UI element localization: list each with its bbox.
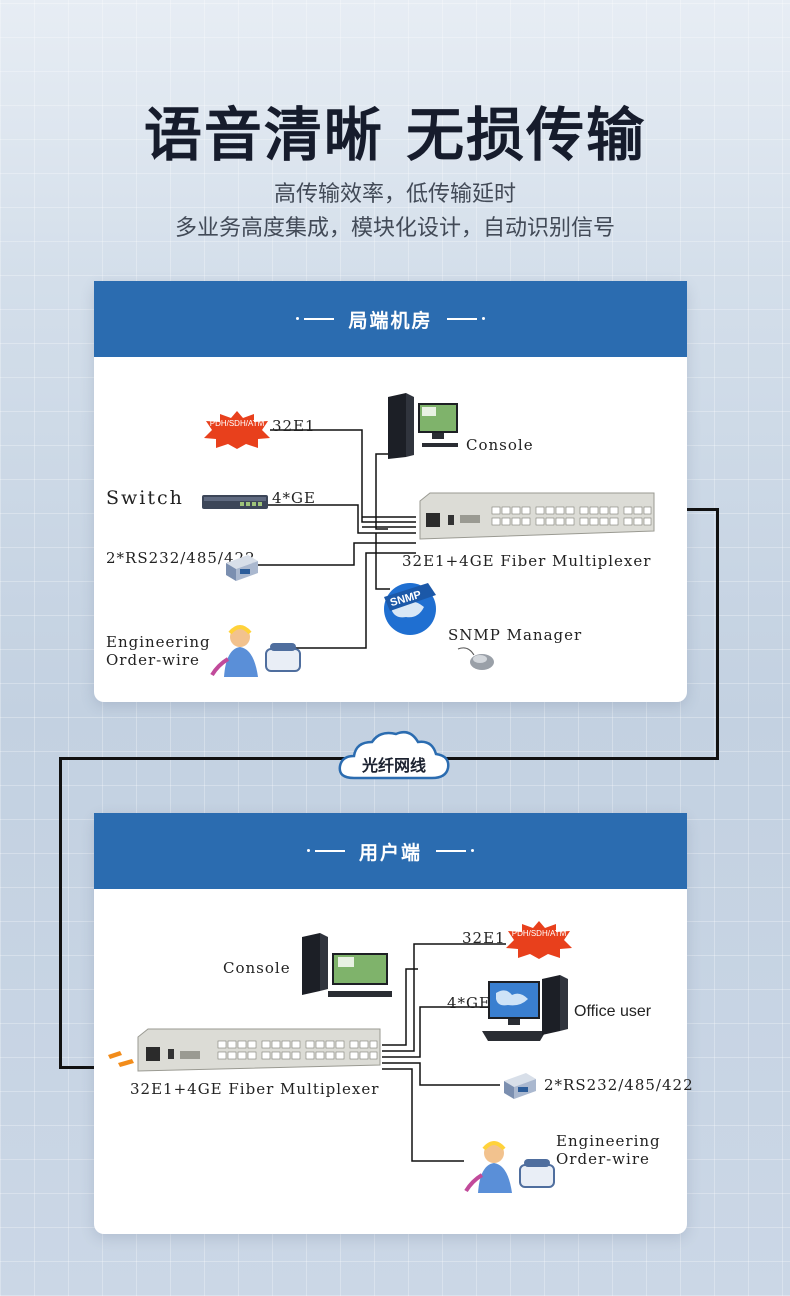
console-label: Console	[223, 959, 291, 977]
pdh-badge-label: PDH/SDH/ATM	[209, 419, 265, 428]
panel-header: 用户端	[94, 813, 687, 889]
divider	[446, 317, 485, 320]
orderwire-label: Order-wire	[556, 1150, 650, 1168]
multiplexer-label: 32E1+4GE Fiber Multiplexer	[402, 552, 652, 570]
fiber-link-line	[687, 508, 719, 511]
fiber-link-line	[440, 757, 719, 760]
snmp-manager-label: SNMP Manager	[448, 626, 583, 644]
snmp-globe-icon	[384, 583, 436, 635]
telephone-operator-icon	[210, 625, 301, 677]
orderwire-label: Order-wire	[106, 651, 200, 669]
panel-header: 局端机房	[94, 281, 687, 357]
serial-label: 2*RS232/485/422	[544, 1076, 694, 1094]
divider	[296, 317, 335, 320]
pdh-sdh-starburst-icon	[204, 411, 270, 449]
subtitle-line-1: 高传输效率，低传输延时	[273, 182, 516, 207]
office-user-label: Office user	[574, 1003, 652, 1020]
fiber-multiplexer-device-icon	[137, 1028, 381, 1072]
fiber-link-label: 光纤网线	[361, 756, 426, 775]
central-office-diagram: PDH/SDH/ATM 32E1 Switch 4*GE 2*RS232/485…	[94, 357, 687, 702]
panel-title: 局端机房	[348, 309, 433, 332]
mouse-icon	[457, 647, 494, 670]
fiber-link-line	[59, 1066, 95, 1069]
switch-icon	[202, 495, 268, 509]
fiber-connector-icon	[108, 1051, 134, 1067]
connection-lines	[254, 429, 416, 649]
pdh-badge-label: PDH/SDH/ATM	[511, 929, 567, 938]
switch-label: Switch	[106, 487, 184, 509]
engineering-label: Engineering	[556, 1132, 661, 1150]
e1-label: 32E1	[272, 417, 316, 435]
connection-lines	[382, 943, 506, 1162]
console-computer-icon	[388, 393, 458, 459]
multiplexer-label: 32E1+4GE Fiber Multiplexer	[130, 1080, 380, 1098]
engineering-label: Engineering	[106, 633, 211, 651]
fiber-link-line	[59, 757, 62, 1069]
divider	[436, 849, 474, 852]
serial-converter-icon	[504, 1073, 536, 1099]
fiber-link-line	[59, 757, 349, 760]
console-label: Console	[466, 436, 534, 454]
serial-converter-icon	[226, 555, 258, 581]
panel-title: 用户端	[358, 841, 422, 864]
divider	[306, 849, 345, 852]
fiber-multiplexer-device-icon	[419, 492, 655, 540]
user-end-panel: 用户端 Console	[94, 813, 693, 1234]
telephone-operator-icon	[464, 1141, 555, 1193]
rj45-ports	[491, 506, 652, 526]
office-computer-icon	[482, 975, 568, 1041]
page-title: 语音清晰 无损传输	[143, 101, 647, 169]
pdh-sdh-starburst-icon	[506, 921, 572, 959]
subtitle-line-2: 多业务高度集成，模块化设计，自动识别信号	[174, 216, 615, 241]
fiber-link-line	[716, 508, 719, 760]
console-computer-icon	[302, 933, 392, 997]
serial-label: 2*RS232/485/422	[106, 549, 256, 567]
ge-label: 4*GE	[272, 489, 316, 507]
e1-label: 32E1	[462, 929, 506, 947]
ge-label: 4*GE	[447, 994, 491, 1012]
rj45-ports	[217, 1040, 378, 1060]
user-end-diagram: Console 32E1+4	[94, 889, 693, 1234]
central-office-panel: 局端机房 PDH/SDH/ATM 32E1 Switch	[94, 281, 687, 702]
cloud-icon	[338, 731, 450, 780]
